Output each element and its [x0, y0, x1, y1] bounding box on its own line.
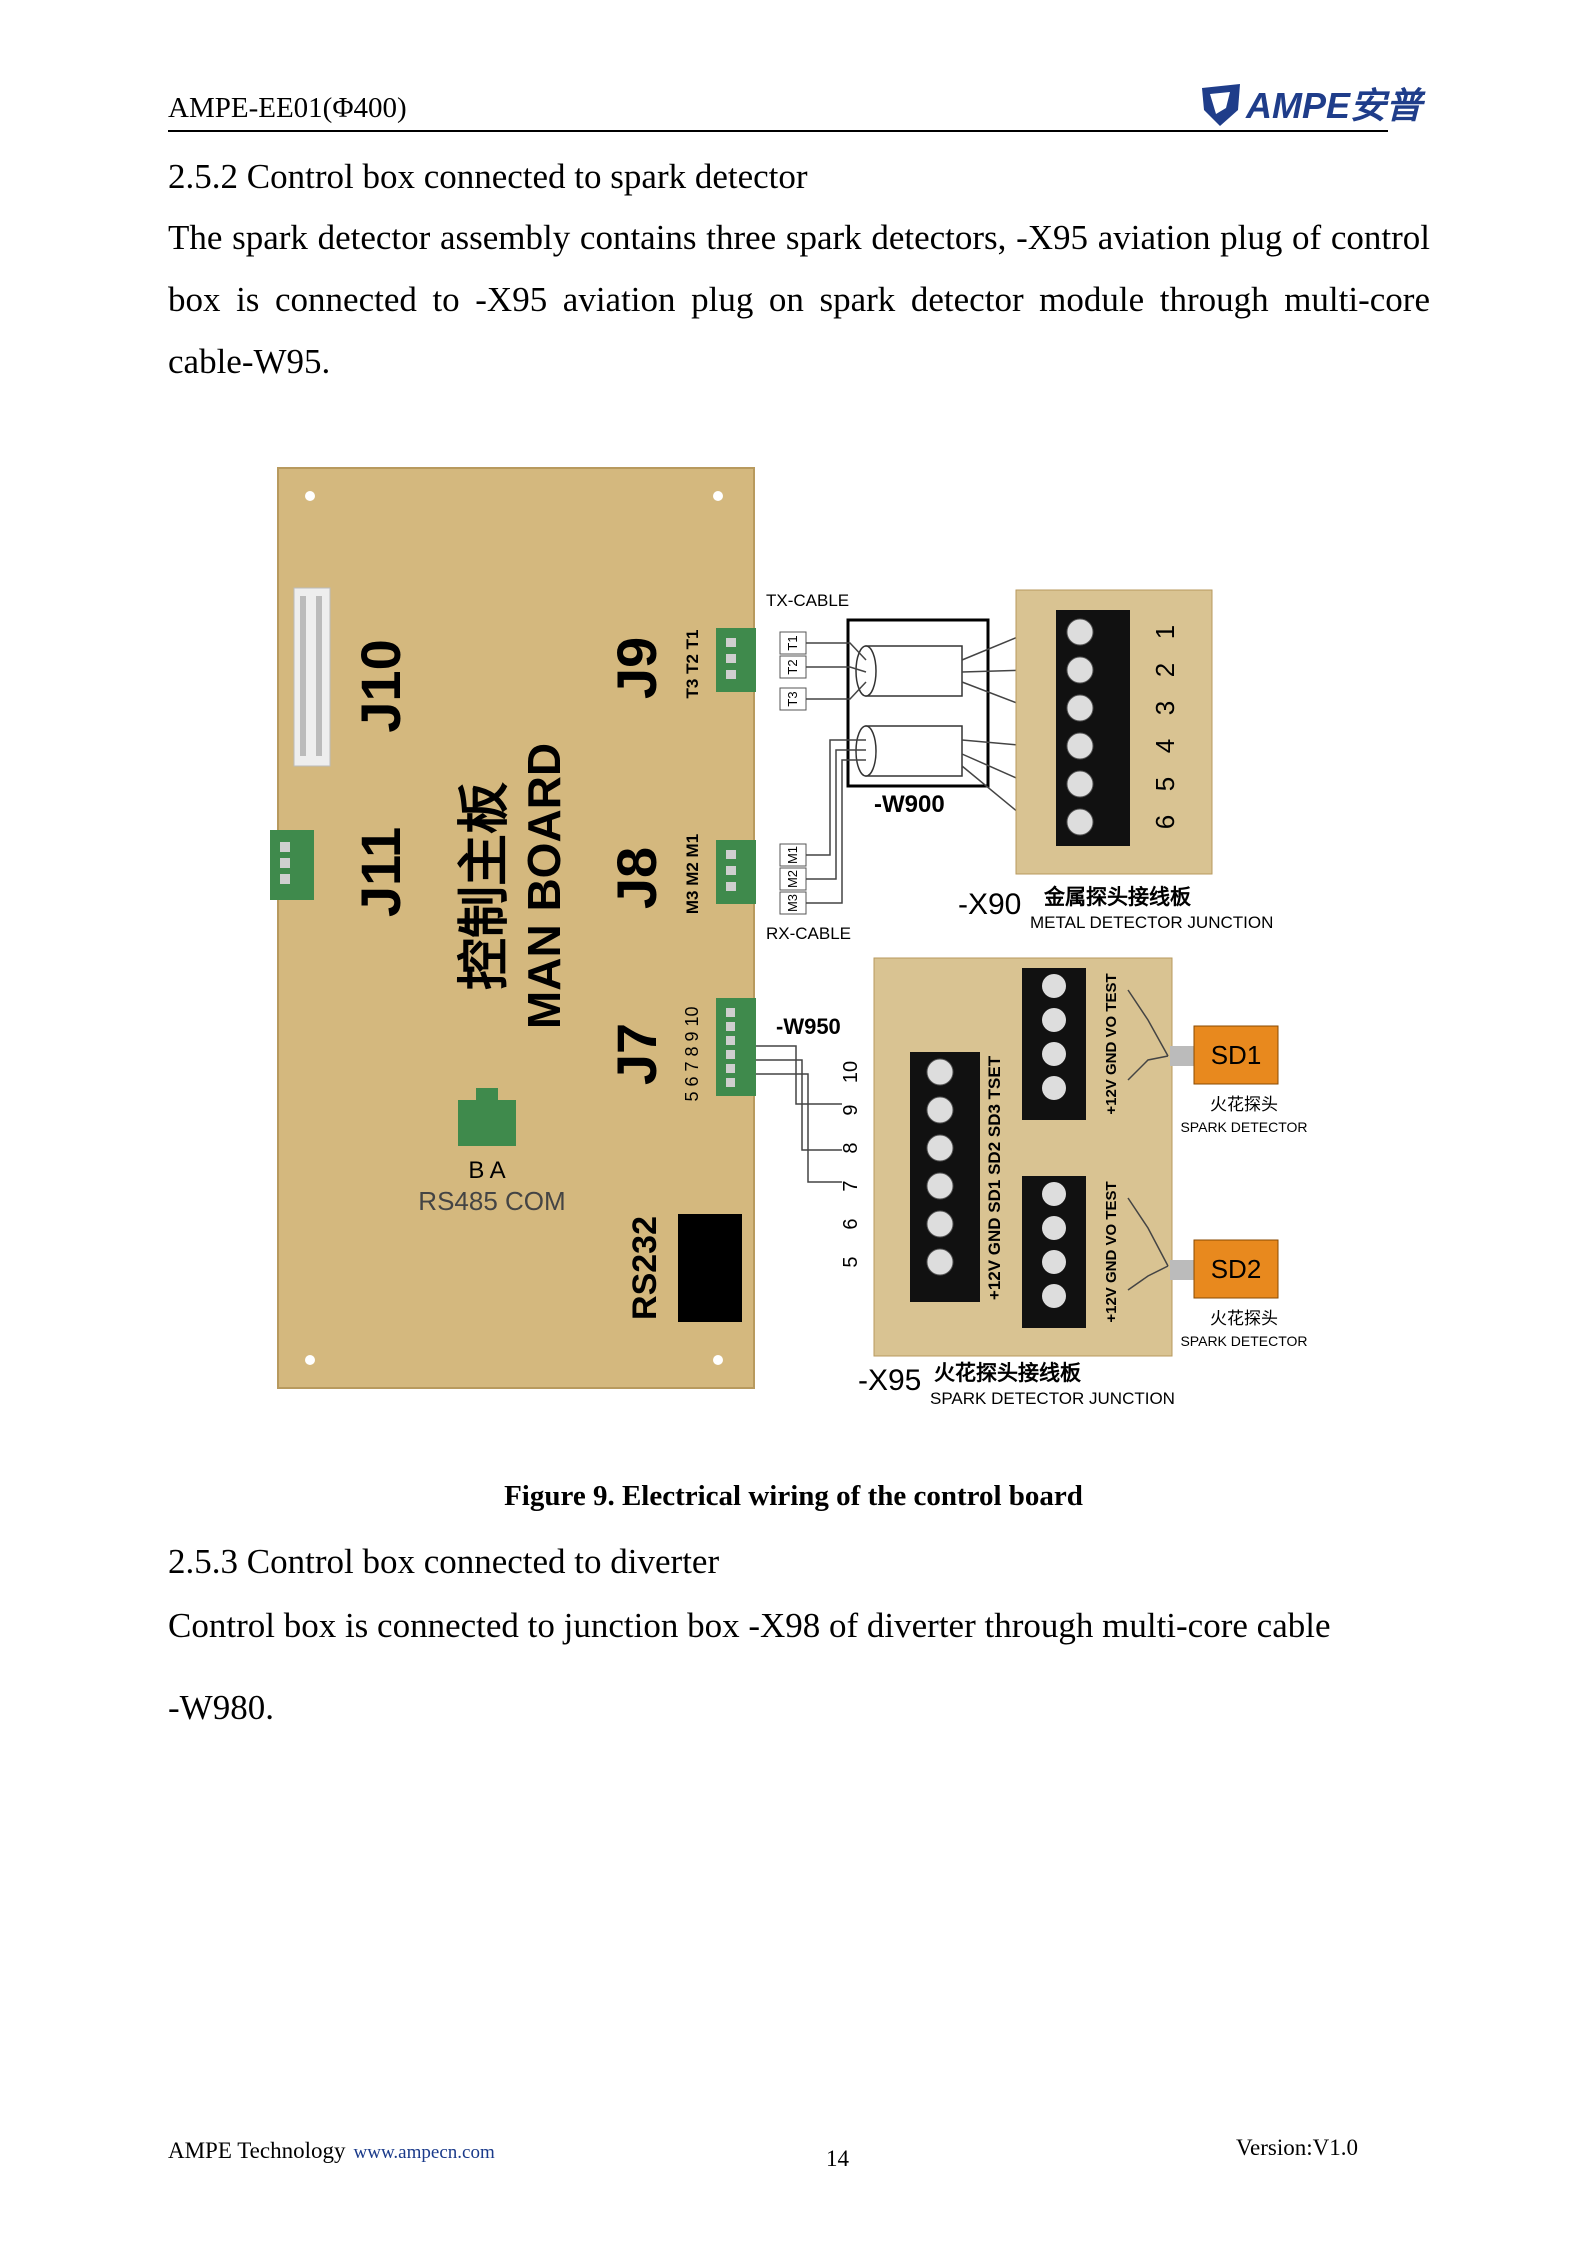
x95-pin-6: 6 [840, 1218, 862, 1229]
j7-connector [716, 998, 756, 1096]
x90-name-cn: 金属探头接线板 [1043, 885, 1192, 909]
document-title: AMPE-EE01(Φ400) [168, 92, 407, 124]
page-number: 14 [826, 2146, 849, 2171]
j7-pins: 5 6 7 8 9 10 [682, 1006, 702, 1101]
j8-label: J8 [605, 847, 668, 909]
rs485-label: RS485 COM [418, 1186, 565, 1216]
sd1-name-cn: 火花探头 [1210, 1095, 1278, 1114]
tx-plug-t3: T3 [785, 691, 800, 706]
x90-pin-3: 3 [1150, 701, 1180, 715]
section-heading-252: 2.5.2 Control box connected to spark det… [168, 157, 808, 196]
x95-pin-5: 5 [840, 1256, 862, 1267]
sd2-name-cn: 火花探头 [1210, 1309, 1278, 1328]
rx-plug-m3: M3 [785, 894, 800, 912]
header-rule [168, 130, 1388, 132]
tx-plug-t2: T2 [785, 659, 800, 674]
sd2-detector [1193, 1239, 1279, 1299]
rs232-label: RS232 [626, 1216, 664, 1320]
footer-version: Version:V1.0 [1236, 2135, 1359, 2160]
rx-plug-m1: M1 [785, 846, 800, 864]
wiring-diagram: J10 J11 控制主板 MAN BOARD J9 T3 T2 T1 J8 M3… [270, 467, 1308, 1408]
main-board [277, 467, 755, 1389]
section-heading-253: 2.5.3 Control box connected to diverter [168, 1542, 720, 1581]
j8-pins: M3 M2 M1 [683, 834, 702, 914]
board-title-cn: 控制主板 [456, 782, 514, 990]
j11-connector [270, 830, 314, 900]
figure-caption: Figure 9. Electrical wiring of the contr… [504, 1480, 1083, 1512]
sd1-name-en: SPARK DETECTOR [1180, 1119, 1307, 1135]
x90-pin-2: 2 [1150, 663, 1180, 677]
sd1-block-labels: +12V GND VO TEST [1103, 973, 1120, 1114]
j10-header [293, 587, 331, 767]
board-title-en: MAN BOARD [518, 743, 570, 1029]
x95-pin-7: 7 [840, 1180, 862, 1191]
j7-label: J7 [605, 1023, 668, 1085]
x95-pin-10: 10 [840, 1061, 862, 1083]
section-body-253-line1: Control box is connected to junction box… [168, 1606, 1331, 1645]
x90-pin-1: 1 [1150, 625, 1180, 639]
x90-pin-5: 5 [1150, 777, 1180, 791]
sd2-label: SD2 [1211, 1254, 1262, 1284]
ampe-logo: AMPE安普 [1202, 84, 1426, 126]
w900-label: -W900 [874, 791, 945, 818]
rs232-port [678, 1214, 742, 1322]
w950-label: -W950 [776, 1014, 841, 1039]
footer-company: AMPE Technology www.ampecn.com [168, 2138, 495, 2164]
j10-label: J10 [349, 639, 412, 732]
logo-text: AMPE安普 [1245, 85, 1426, 126]
rs485-ba: B A [468, 1157, 505, 1184]
j9-label: J9 [605, 637, 668, 699]
x95-terminals [926, 1058, 954, 1276]
rx-plugs: M1 M2 M3 [779, 843, 807, 915]
sd1-detector [1193, 1025, 1279, 1085]
j11-label: J11 [349, 827, 412, 917]
x95-id: -X95 [858, 1364, 921, 1397]
sd2-name-en: SPARK DETECTOR [1180, 1333, 1307, 1349]
footer-url[interactable]: www.ampecn.com [353, 2142, 495, 2163]
rs485-connector [458, 1100, 516, 1146]
tx-plugs: T1 T2 T3 [779, 631, 807, 711]
x90-name-en: METAL DETECTOR JUNCTION [1030, 913, 1273, 932]
x90-pin-4: 4 [1150, 739, 1180, 753]
sd1-label: SD1 [1211, 1040, 1262, 1070]
x95-name-en: SPARK DETECTOR JUNCTION [930, 1389, 1175, 1408]
x90-terminals [1066, 618, 1094, 836]
tx-plug-t1: T1 [785, 635, 800, 650]
section-body-253-line2: -W980. [168, 1688, 274, 1727]
w900-box [846, 618, 990, 788]
sd2-block-labels: +12V GND VO TEST [1103, 1181, 1120, 1322]
j9-pins: T3 T2 T1 [683, 630, 702, 699]
x95-pin-8: 8 [840, 1142, 862, 1153]
footer-company-name: AMPE Technology [168, 2138, 346, 2163]
x90-id: -X90 [958, 888, 1021, 921]
x90-pin-6: 6 [1150, 815, 1180, 829]
tx-cable-label: TX-CABLE [766, 591, 849, 610]
rx-plug-m2: M2 [785, 870, 800, 888]
x95-terminal-labels: +12V GND SD1 SD2 SD3 TSET [985, 1055, 1004, 1300]
x95-pin-9: 9 [840, 1104, 862, 1115]
x95-name-cn: 火花探头接线板 [934, 1361, 1082, 1385]
section-body-252: The spark detector assembly contains thr… [168, 218, 1430, 381]
rx-cable-label: RX-CABLE [766, 924, 851, 943]
